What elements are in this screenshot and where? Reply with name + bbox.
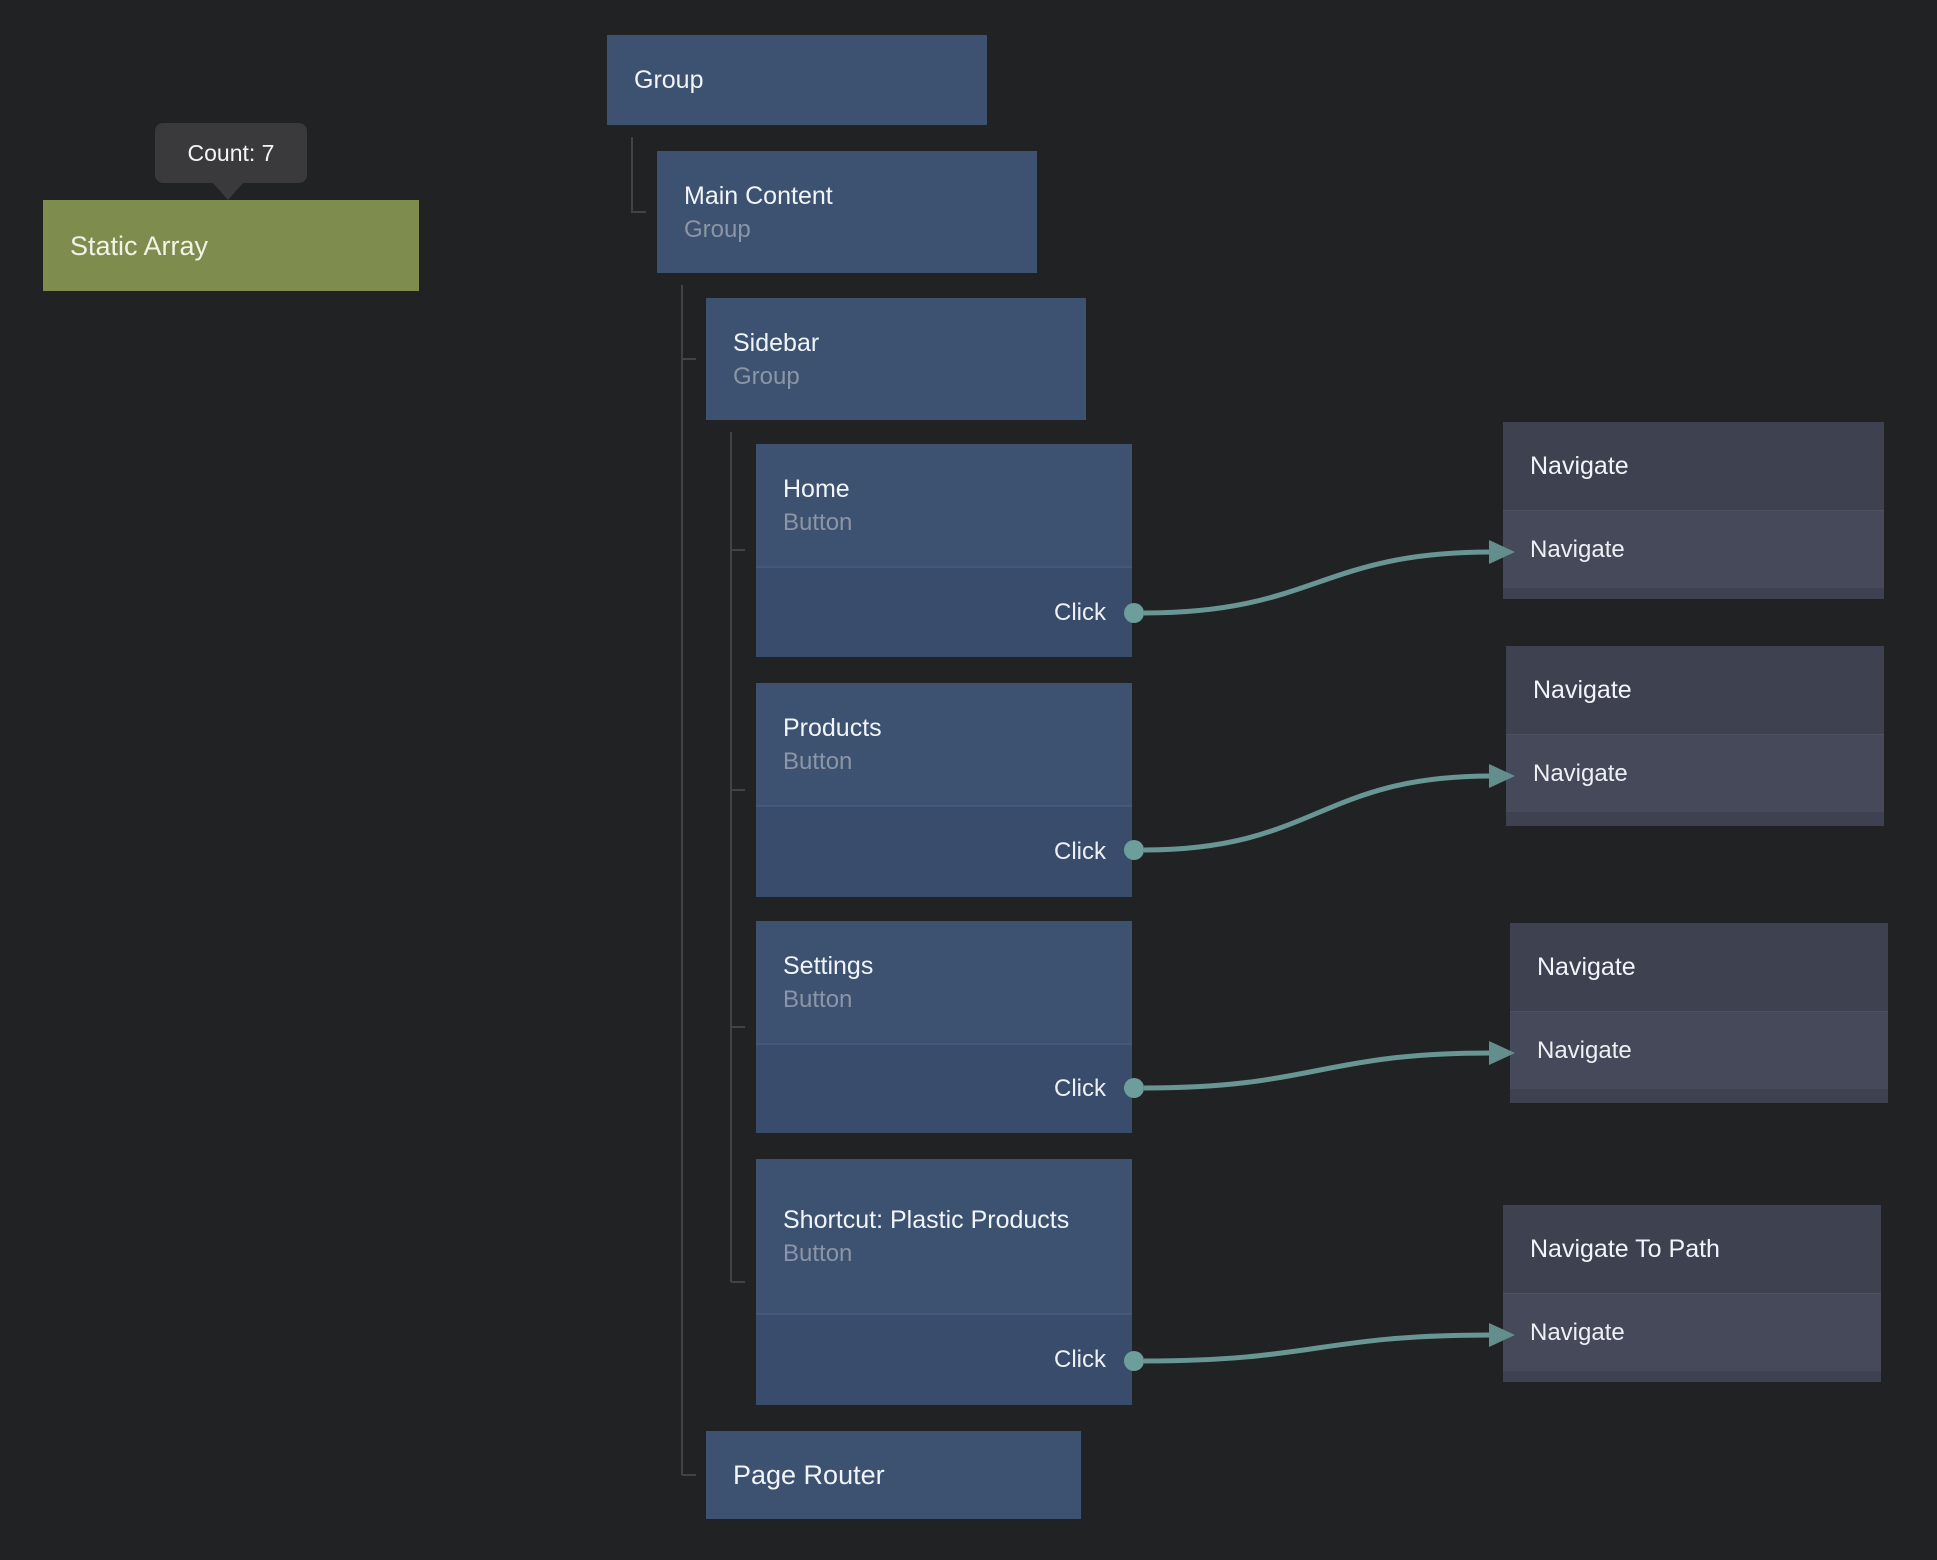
node-navigate-to-path[interactable]: Navigate To Path Navigate (1503, 1205, 1881, 1382)
node-home-button[interactable]: Home Button Click (756, 444, 1132, 657)
node-navigate-3[interactable]: Navigate Navigate (1510, 923, 1888, 1103)
connection-settings-click-to-navigate-3[interactable] (1143, 1050, 1492, 1091)
node-title: Products (783, 713, 882, 742)
node-page-router[interactable]: Page Router (706, 1431, 1081, 1519)
navigate-3-input-row: Navigate (1510, 1011, 1888, 1089)
input-port-label: Navigate (1530, 1318, 1625, 1346)
settings-click-port-row: Click (756, 1043, 1132, 1133)
node-type-label: Button (783, 985, 853, 1013)
node-shortcut-plastic-products-button[interactable]: Shortcut: Plastic Products Button Click (756, 1159, 1132, 1405)
connection-home-click-to-navigate-1[interactable] (1143, 549, 1492, 616)
count-tooltip: Count: 7 (155, 123, 307, 200)
node-type-label: Button (783, 508, 853, 536)
shortcut-click-port-row: Click (756, 1313, 1132, 1405)
node-main-content[interactable]: Main Content Group (657, 151, 1037, 273)
node-title: Navigate (1533, 676, 1632, 704)
node-static-array[interactable]: Static Array (43, 200, 419, 291)
node-products-button[interactable]: Products Button Click (756, 683, 1132, 897)
node-title: Settings (783, 951, 874, 980)
node-navigate-1[interactable]: Navigate Navigate (1503, 422, 1884, 599)
output-port-label: Click (1054, 1346, 1106, 1373)
node-type-label: Group (733, 362, 800, 390)
output-port-label: Click (1054, 838, 1106, 865)
output-port-label: Click (1054, 598, 1106, 626)
node-title: Main Content (684, 181, 833, 210)
home-click-port-row: Click (756, 566, 1132, 657)
connection-products-click-to-navigate-2[interactable] (1143, 773, 1492, 853)
node-sidebar[interactable]: Sidebar Group (706, 298, 1086, 420)
node-title: Static Array (70, 230, 209, 261)
output-port-label: Click (1054, 1075, 1106, 1102)
products-click-port-row: Click (756, 805, 1132, 897)
count-tooltip-label: Count: 7 (187, 139, 275, 166)
connection-shortcut-click-to-navigate-to-path[interactable] (1143, 1332, 1492, 1364)
node-group[interactable]: Group (607, 35, 987, 125)
node-title: Page Router (733, 1460, 885, 1490)
node-title: Sidebar (733, 328, 820, 357)
node-type-label: Button (783, 747, 853, 775)
node-title: Navigate To Path (1530, 1235, 1720, 1263)
input-port-label: Navigate (1533, 759, 1628, 787)
node-title: Group (634, 66, 704, 94)
navigate-1-input-row: Navigate (1503, 510, 1884, 588)
node-title: Navigate (1537, 953, 1636, 981)
tooltip-pointer (213, 183, 243, 200)
node-title: Navigate (1530, 452, 1629, 480)
node-type-label: Group (684, 215, 751, 243)
navigate-2-input-row: Navigate (1506, 734, 1884, 812)
node-title: Shortcut: Plastic Products (783, 1205, 1070, 1234)
node-title: Home (783, 474, 850, 503)
input-port-label: Navigate (1530, 535, 1625, 563)
input-port-label: Navigate (1537, 1036, 1632, 1064)
node-settings-button[interactable]: Settings Button Click (756, 921, 1132, 1133)
navigate-to-path-input-row: Navigate (1503, 1293, 1881, 1371)
node-type-label: Button (783, 1239, 853, 1267)
node-navigate-2[interactable]: Navigate Navigate (1506, 646, 1884, 826)
